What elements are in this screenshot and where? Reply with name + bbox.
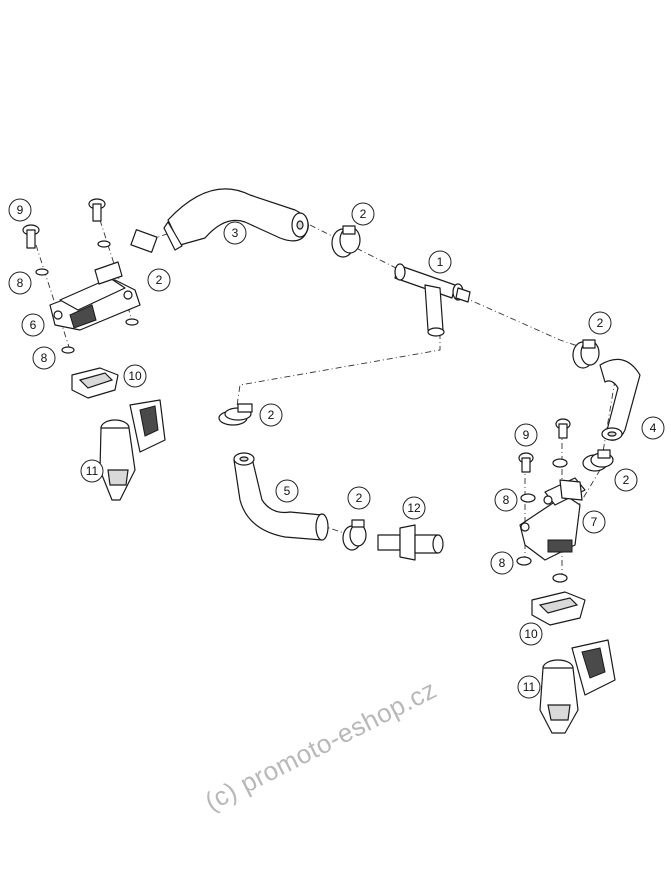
screw-part-9-left-a — [22, 224, 40, 249]
callout-8-left-bottom: 8 — [32, 346, 56, 370]
svg-text:2: 2 — [623, 473, 630, 487]
svg-text:12: 12 — [407, 501, 421, 515]
screw-part-9-right-b — [555, 418, 571, 439]
svg-text:8: 8 — [503, 493, 510, 507]
clamp-part-2-d — [218, 403, 253, 426]
svg-text:5: 5 — [284, 484, 291, 498]
callouts: 9 8 6 8 10 11 2 3 2 1 2 — [8, 198, 665, 699]
clamp-part-2-b — [130, 229, 158, 253]
svg-text:11: 11 — [86, 464, 99, 478]
svg-text:2: 2 — [268, 408, 275, 422]
callout-8-left-top: 8 — [8, 271, 32, 295]
svg-text:9: 9 — [17, 203, 24, 217]
callout-2-f: 2 — [347, 486, 371, 510]
callout-2-c: 2 — [588, 311, 612, 335]
svg-text:6: 6 — [30, 318, 37, 332]
svg-text:11: 11 — [523, 680, 536, 694]
svg-text:8: 8 — [499, 556, 506, 570]
callout-5: 5 — [275, 479, 299, 503]
callout-3: 3 — [223, 221, 247, 245]
hose-part-4 — [599, 358, 641, 441]
callout-12: 12 — [402, 496, 426, 520]
connector-clip-part-10-left — [71, 367, 119, 399]
injector-part-11-left — [99, 399, 166, 501]
callout-4: 4 — [641, 416, 665, 440]
callout-2-b: 2 — [351, 202, 375, 226]
washer-part-8-right — [516, 458, 568, 583]
svg-text:8: 8 — [17, 276, 24, 290]
callout-1: 1 — [428, 250, 452, 274]
callout-7: 7 — [582, 510, 606, 534]
washer-part-8-left — [35, 240, 139, 354]
callout-2-e: 2 — [614, 468, 638, 492]
callout-9-left: 9 — [8, 198, 32, 222]
svg-text:2: 2 — [597, 316, 604, 330]
callout-10-left: 10 — [123, 364, 147, 388]
callout-8-right-bottom: 8 — [490, 551, 514, 575]
svg-text:1: 1 — [437, 255, 444, 269]
callout-8-right-top: 8 — [494, 488, 518, 512]
svg-text:3: 3 — [232, 226, 239, 240]
clamp-part-2-f — [342, 519, 367, 551]
svg-text:2: 2 — [156, 273, 163, 287]
injector-part-11-right — [539, 639, 616, 734]
t-connector-part-1 — [394, 263, 471, 337]
svg-text:2: 2 — [360, 207, 367, 221]
valve-part-12 — [377, 524, 444, 561]
connector-clip-part-10-right — [531, 591, 586, 626]
screw-part-9-right-a — [518, 452, 534, 473]
callout-10-right: 10 — [519, 622, 543, 646]
clamp-part-2-a — [331, 225, 361, 258]
callout-9-right: 9 — [514, 423, 538, 447]
throttle-body-part-7 — [519, 477, 586, 561]
callout-2-a: 2 — [147, 268, 171, 292]
svg-text:2: 2 — [356, 491, 363, 505]
hose-part-5 — [233, 452, 329, 541]
svg-text:8: 8 — [41, 351, 48, 365]
hose-part-3 — [163, 188, 309, 251]
callout-11-right: 11 — [517, 675, 541, 699]
svg-text:10: 10 — [524, 627, 538, 641]
callout-6: 6 — [21, 313, 45, 337]
screw-part-9-left-b — [88, 198, 106, 222]
svg-text:10: 10 — [128, 369, 142, 383]
clamp-part-2-c — [572, 339, 600, 369]
throttle-body-part-6 — [49, 261, 141, 331]
clamp-part-2-e — [582, 449, 614, 472]
callout-2-d: 2 — [259, 403, 283, 427]
svg-text:7: 7 — [591, 515, 598, 529]
svg-text:4: 4 — [650, 421, 657, 435]
svg-text:9: 9 — [523, 428, 530, 442]
callout-11-left: 11 — [80, 459, 104, 483]
